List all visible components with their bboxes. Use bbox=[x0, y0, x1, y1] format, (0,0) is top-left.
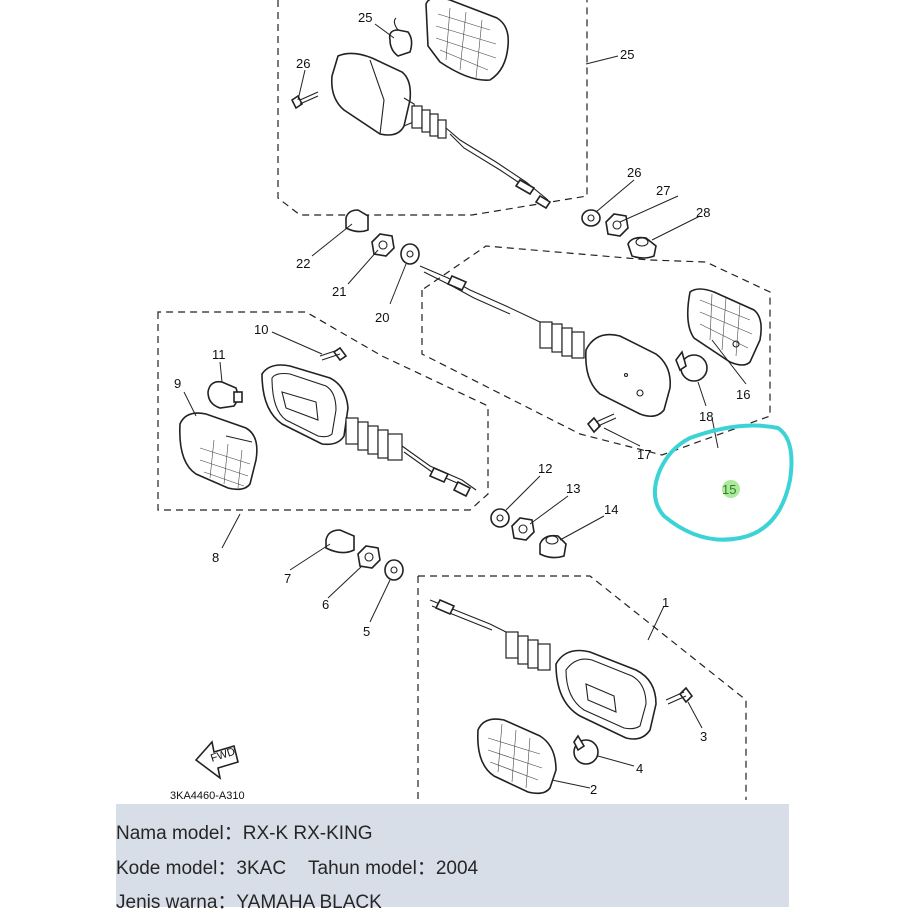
lens-9 bbox=[179, 412, 258, 491]
housing-upper bbox=[330, 52, 552, 210]
model-info-panel: Nama model：RX-K RX-KING Kode model：3KAC T… bbox=[116, 804, 789, 913]
label-11: 11 bbox=[212, 347, 226, 362]
label-15-highlighted: 15 bbox=[722, 482, 736, 497]
hardware-12-14 bbox=[490, 508, 567, 559]
label-6: 6 bbox=[322, 597, 329, 612]
model-code-label: Kode model： bbox=[116, 858, 237, 879]
label-18: 18 bbox=[699, 409, 713, 424]
label-8: 8 bbox=[212, 550, 219, 565]
lens-22 bbox=[425, 0, 510, 81]
hardware-26-28 bbox=[581, 209, 657, 259]
label-20: 21 bbox=[332, 284, 346, 299]
diagram-code: 3KA4460-A310 bbox=[170, 790, 245, 802]
lens-2 bbox=[477, 718, 557, 795]
label-16: 16 bbox=[736, 387, 750, 402]
model-code-value: 3KAC bbox=[236, 858, 287, 879]
bulb-4 bbox=[573, 734, 599, 765]
model-name-label: Nama model： bbox=[116, 823, 243, 844]
part-labels: 25 26 25 26 27 28 22 21 20 10 11 9 16 18… bbox=[174, 10, 750, 797]
hardware-5-7 bbox=[325, 529, 404, 581]
model-year-value: 2004 bbox=[435, 858, 479, 879]
flasher-assembly-rear-left bbox=[277, 0, 588, 216]
screw-10 bbox=[319, 346, 348, 362]
label-10: 10 bbox=[254, 322, 268, 337]
model-name-row: Nama model：RX-K RX-KING bbox=[116, 818, 373, 845]
label-14: 14 bbox=[604, 502, 618, 517]
label-19: 20 bbox=[375, 310, 389, 325]
label-26: 26 bbox=[627, 165, 641, 180]
screw-24 bbox=[290, 91, 319, 110]
label-13: 13 bbox=[566, 481, 580, 496]
label-3: 3 bbox=[700, 729, 707, 744]
model-name-value: RX-K RX-KING bbox=[242, 823, 373, 844]
label-4: 4 bbox=[636, 761, 643, 776]
label-9: 9 bbox=[174, 376, 181, 391]
screw-3 bbox=[665, 686, 694, 705]
model-code-row: Kode model：3KAC Tahun model：2004 bbox=[116, 853, 478, 880]
label-25: 25 bbox=[358, 10, 372, 25]
model-year-label: Tahun model： bbox=[308, 858, 436, 879]
bulb-11 bbox=[207, 380, 243, 409]
flasher-assembly-front-left bbox=[157, 311, 489, 511]
highlight-part-15: 15 bbox=[652, 423, 794, 542]
label-1: 1 bbox=[662, 595, 669, 610]
hardware-19-21 bbox=[345, 209, 420, 265]
color-value: YAMAHA BLACK bbox=[236, 892, 382, 913]
bulb-18 bbox=[675, 350, 708, 382]
label-5: 5 bbox=[363, 624, 370, 639]
flasher-assembly-rear-right bbox=[417, 575, 747, 800]
label-17: 17 bbox=[637, 447, 651, 462]
color-row: Jenis warna：YAMAHA BLACK bbox=[116, 887, 382, 914]
lens-16 bbox=[686, 288, 762, 366]
bulb-25 bbox=[388, 17, 413, 57]
label-12: 12 bbox=[538, 461, 552, 476]
label-21: 22 bbox=[296, 256, 310, 271]
leader-lines bbox=[183, 23, 747, 789]
label-2: 2 bbox=[590, 782, 597, 797]
flasher-assembly-front-right bbox=[419, 245, 771, 456]
label-22: 25 bbox=[620, 47, 634, 62]
color-label: Jenis warna： bbox=[116, 892, 237, 913]
screw-17 bbox=[586, 413, 617, 434]
label-28: 28 bbox=[696, 205, 710, 220]
label-7: 7 bbox=[284, 571, 291, 586]
label-24: 26 bbox=[296, 56, 310, 71]
label-27: 27 bbox=[656, 183, 670, 198]
fwd-arrow-icon: FWD bbox=[194, 740, 239, 780]
